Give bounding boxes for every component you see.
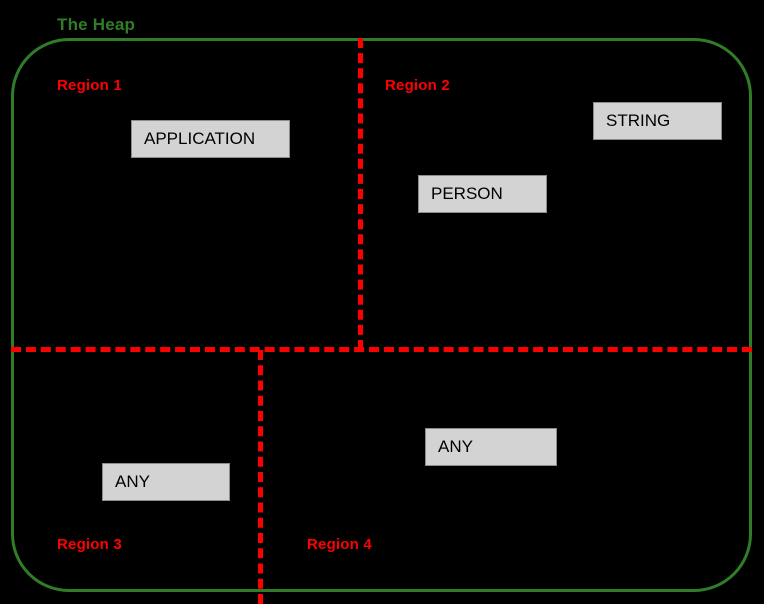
heap-object-string: STRING [593, 102, 722, 140]
heap-title-label: The Heap [57, 15, 136, 34]
region-label-4: Region 4 [307, 536, 372, 553]
heap-boundary [11, 38, 752, 592]
vertical-partition-divider-top [358, 38, 363, 350]
heap-object-any-region-3: ANY [102, 463, 230, 501]
region-label-1: Region 1 [57, 77, 122, 94]
vertical-partition-divider-bottom [258, 350, 263, 604]
region-label-3: Region 3 [57, 536, 122, 553]
heap-object-person: PERSON [418, 175, 547, 213]
region-label-2: Region 2 [385, 77, 450, 94]
horizontal-partition-divider [11, 347, 752, 352]
heap-object-any-region-4: ANY [425, 428, 557, 466]
heap-object-application: APPLICATION [131, 120, 290, 158]
